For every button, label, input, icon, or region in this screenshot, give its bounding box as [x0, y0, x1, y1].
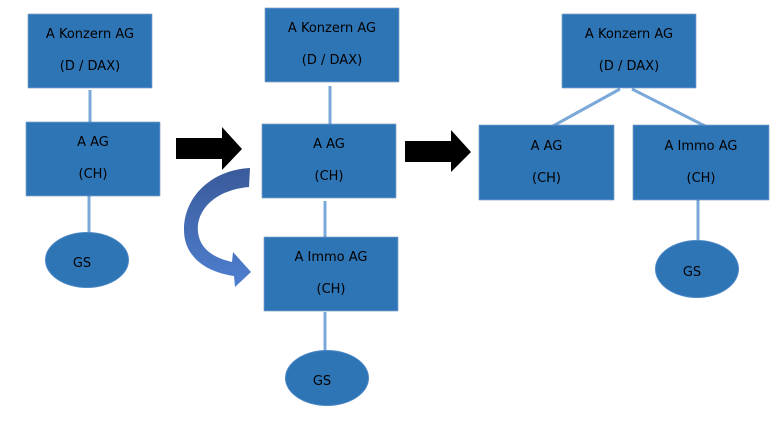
s3-sub-note: (CH) [532, 170, 561, 186]
s1-asset-node: GS [45, 232, 129, 288]
s1-sub-note: (CH) [78, 167, 108, 182]
s2-sub-note: (CH) [314, 169, 344, 184]
s1-sub-node: A AG (CH) [26, 122, 160, 196]
s3-parent-node: A Konzern AG (D / DAX) [562, 14, 696, 88]
s2-asset-label: GS [312, 373, 332, 389]
s2-parent-note: (D / DAX) [301, 53, 363, 68]
s1-parent-node: A Konzern AG (D / DAX) [28, 14, 152, 88]
connector-s3-parent-newco [631, 87, 706, 128]
s1-parent-name: A Konzern AG [45, 27, 135, 42]
s1-asset-label: GS [72, 255, 92, 271]
s2-sub-node: A AG (CH) [262, 124, 396, 198]
s3-parent-note: (D / DAX) [598, 59, 660, 74]
s3-newco-node: A Immo AG (CH) [633, 125, 769, 200]
step-arrow-2-icon [405, 130, 471, 172]
s3-newco-note: (CH) [686, 170, 716, 186]
s3-sub-node: A AG (CH) [479, 125, 614, 200]
s2-asset-node: GS [285, 350, 369, 406]
connector-s3-parent-sub [552, 87, 621, 128]
s1-sub-name: A AG [77, 135, 109, 150]
s3-newco-name: A Immo AG [664, 138, 738, 154]
step-arrow-1-icon [176, 127, 242, 170]
s2-newco-node: A Immo AG (CH) [264, 237, 398, 311]
s2-newco-name: A Immo AG [294, 250, 368, 265]
s3-asset-label: GS [682, 264, 702, 280]
s3-sub-name: A AG [530, 138, 563, 154]
s2-sub-name: A AG [313, 137, 345, 152]
s2-parent-name: A Konzern AG [287, 21, 377, 36]
s3-asset-node: GS [655, 240, 739, 298]
s1-parent-note: (D / DAX) [59, 59, 121, 74]
s2-newco-note: (CH) [316, 282, 346, 297]
s3-parent-name: A Konzern AG [584, 27, 674, 42]
transfer-arrow-icon [184, 168, 251, 287]
s2-parent-node: A Konzern AG (D / DAX) [265, 8, 399, 82]
